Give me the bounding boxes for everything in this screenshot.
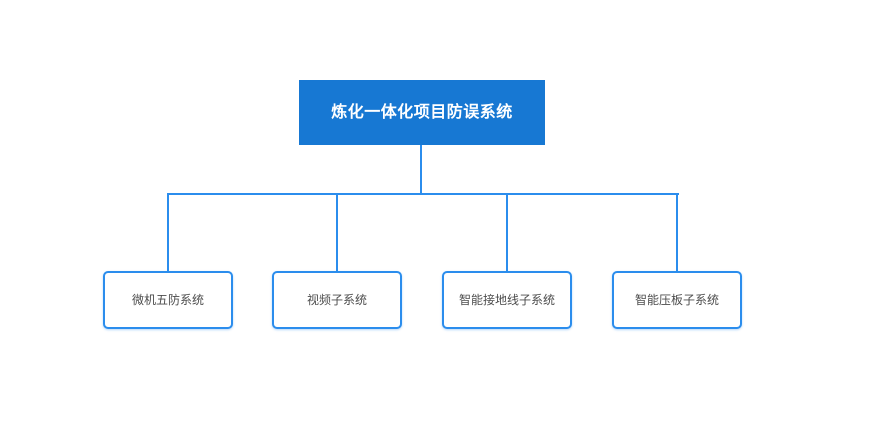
child-node-label: 智能压板子系统 xyxy=(634,292,719,307)
connector-drop-child-4 xyxy=(676,195,678,271)
connector-root-drop xyxy=(420,145,422,193)
connector-horizontal-bus xyxy=(167,193,679,195)
child-node-label: 智能接地线子系统 xyxy=(458,292,555,307)
connector-drop-child-2 xyxy=(336,195,338,271)
root-node-label: 炼化一体化项目防误系统 xyxy=(331,103,513,121)
child-node-video[interactable]: 视频子系统 xyxy=(272,271,402,329)
connector-drop-child-1 xyxy=(167,195,169,271)
child-node-grounding-wire[interactable]: 智能接地线子系统 xyxy=(442,271,572,329)
child-node-wujifangwu[interactable]: 微机五防系统 xyxy=(103,271,233,329)
child-node-label: 微机五防系统 xyxy=(131,292,204,307)
child-node-pressure-plate[interactable]: 智能压板子系统 xyxy=(612,271,742,329)
root-node[interactable]: 炼化一体化项目防误系统 xyxy=(299,80,545,145)
child-node-label: 视频子系统 xyxy=(306,292,367,307)
connector-drop-child-3 xyxy=(506,195,508,271)
